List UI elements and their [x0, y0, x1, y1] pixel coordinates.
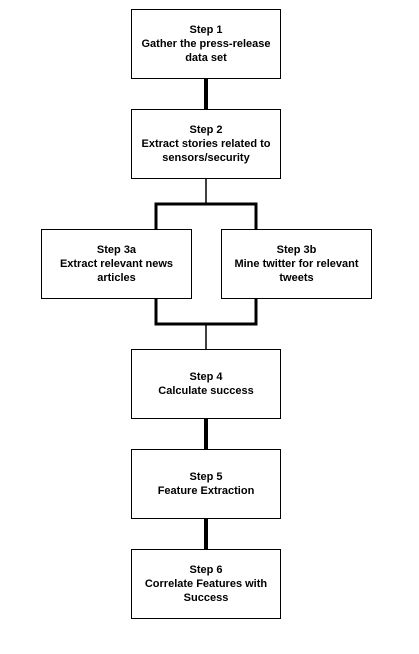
step-3b-box: Step 3b Mine twitter for relevant tweets: [221, 229, 372, 299]
step-4-box: Step 4 Calculate success: [131, 349, 281, 419]
step-6-title: Step 6: [189, 564, 223, 576]
step-3b-line-1: Mine twitter for relevant: [234, 258, 359, 270]
step-3b-line-2: tweets: [279, 272, 314, 284]
step-5-line-1: Feature Extraction: [157, 485, 255, 497]
connector-split-bar: [154, 202, 258, 229]
step-4-title: Step 4: [189, 371, 223, 383]
step-3a-line-1: Extract relevant news: [59, 258, 174, 270]
step-2-title: Step 2: [189, 124, 223, 136]
step-6-line-2: Success: [183, 592, 229, 604]
step-5-title: Step 5: [189, 471, 223, 483]
step-3a-line-2: articles: [97, 272, 136, 284]
step-1-title: Step 1: [189, 24, 223, 36]
step-6-line-1: Correlate Features with: [144, 578, 268, 590]
step-2-box: Step 2 Extract stories related to sensor…: [131, 109, 281, 179]
step-4-line-1: Calculate success: [158, 385, 254, 397]
step-5-box: Step 5 Feature Extraction: [131, 449, 281, 519]
step-3b-title: Step 3b: [276, 244, 317, 256]
step-6-box: Step 6 Correlate Features with Success: [131, 549, 281, 619]
step-1-line-1: Gather the press-release: [141, 38, 271, 50]
step-3a-title: Step 3a: [96, 244, 137, 256]
step-1-line-2: data set: [185, 52, 227, 64]
connector-merge-bar: [154, 299, 258, 326]
step-3a-box: Step 3a Extract relevant news articles: [41, 229, 192, 299]
step-2-line-1: Extract stories related to: [141, 138, 271, 150]
step-2-line-2: sensors/security: [162, 152, 250, 164]
step-1-box: Step 1 Gather the press-release data set: [131, 9, 281, 79]
